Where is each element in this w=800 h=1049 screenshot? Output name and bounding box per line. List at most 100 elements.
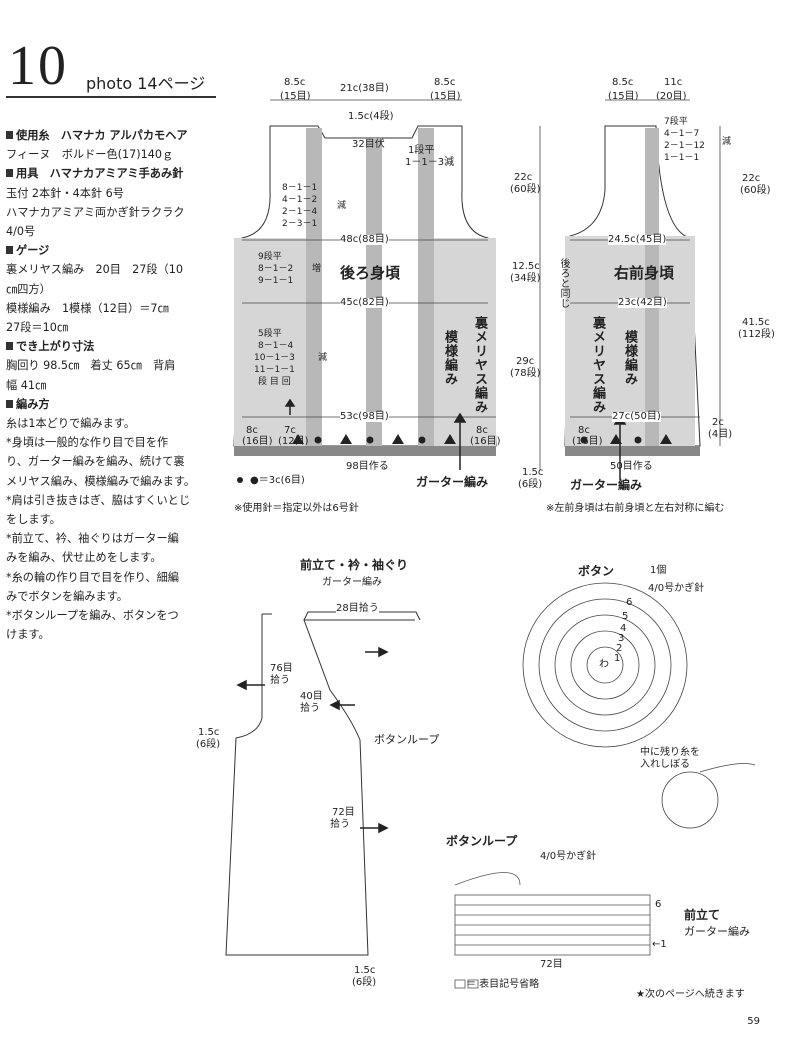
back-garter: ガーター編み — [416, 475, 489, 489]
loop-symbol-note: ＝ 表目記号省略 — [466, 979, 540, 990]
front-rdim-2: (60段) — [740, 185, 771, 196]
loop-stitches: 72目 — [540, 959, 563, 970]
button-round-2: 2 — [616, 643, 623, 654]
front-same-as-back: 後ろと同じ — [558, 258, 569, 308]
instruction-line: り、ガーター編みを編み、続けて裏 — [6, 455, 185, 469]
band-front-pickup-2: 拾う — [330, 819, 350, 830]
back-armhole-dec-4: 2－3－1 — [282, 219, 318, 229]
front-reverse-label: 裏メリヤス編み — [590, 316, 605, 414]
back-waist-width: 45c(82目) — [340, 297, 389, 308]
loop-hook: 4/0号かぎ針 — [540, 851, 597, 862]
instruction-line: 糸は1本どりで編みます。 — [6, 417, 136, 431]
front-shoulder-width: 8.5c — [612, 77, 634, 88]
instructions-panel: 使用糸 ハマナカ アルパカモヘアフィーヌ ボルドー色(17)140ｇ 用具 ハマナ… — [6, 126, 236, 644]
back-reverse-label: 裏メリヤス編み — [472, 316, 487, 414]
band-depth-bottom-1: 1.5c — [354, 965, 376, 976]
back-armhole-dec-label: 減 — [337, 201, 347, 211]
back-hip-dec-4: 11－1－1 — [254, 365, 295, 375]
front-pattern-label: 模様編み — [622, 330, 637, 386]
back-side-left-sts: (16目) — [242, 436, 273, 447]
back-vdim-4: (34段) — [510, 273, 541, 284]
instruction-line: メリヤス編み、模様編みで編みます。 — [6, 474, 196, 488]
band-neck-pickup-2: 拾う — [300, 703, 320, 714]
instruction-line: 裏メリヤス編み 20目 27段（10 — [6, 263, 183, 277]
section-heading: でき上がり寸法 — [6, 337, 236, 356]
button-center-ring: わ — [599, 659, 609, 670]
back-chest-width: 48c(88目) — [340, 234, 389, 245]
front-neck-dec-2: 4－1－7 — [664, 129, 700, 139]
photo-reference: photo 14ページ — [86, 74, 206, 93]
instruction-line: 4/0号 — [6, 225, 36, 239]
section-heading: 使用糸 ハマナカ アルパカモヘア — [6, 126, 236, 145]
back-vdim-3: 12.5c — [512, 261, 540, 272]
front-garter: ガーター編み — [570, 478, 643, 492]
button-hook: 4/0号かぎ針 — [648, 583, 705, 594]
front-rdim-4: (112段) — [738, 329, 775, 340]
instruction-line: *肩は引き抜きはぎ、脇はすくいとじ — [6, 493, 191, 507]
front-side-left-cm: 8c — [578, 425, 590, 436]
instruction-line: 27段＝10㎝ — [6, 321, 69, 335]
front-neck-dec-4: 1－1－1 — [664, 153, 700, 163]
front-neck-dec-3: 2－1－12 — [664, 141, 705, 151]
back-shoulder-right-sts: (15目) — [430, 91, 461, 102]
band-title: 前立て・衿・袖ぐり — [300, 558, 409, 572]
band-front-pickup-1: 72目 — [332, 807, 355, 818]
back-title: 後ろ身頃 — [340, 264, 401, 282]
back-waist-inc-3: 9－1－1 — [258, 276, 294, 286]
instruction-line: *身頃は一般的な作り目で目を作 — [6, 436, 169, 450]
section-heading: 編み方 — [6, 395, 236, 414]
instruction-line: 模様編み 1模様（12目）＝7㎝ — [6, 301, 169, 315]
front-cast-on: 50目作る — [610, 461, 653, 472]
front-side-left-sts: (16目) — [572, 436, 603, 447]
loop-rows-bottom: ←1 — [652, 939, 667, 950]
back-cast-on: 98目作る — [346, 461, 389, 472]
button-note-2: 入れしぼる — [640, 759, 690, 770]
instruction-line: 幅 41㎝ — [6, 378, 47, 392]
button-title: ボタン — [578, 564, 615, 578]
front-hem-width: 27c(50目) — [612, 411, 661, 422]
button-round-5: 5 — [622, 611, 629, 622]
back-shoulder-left-sts: (15目) — [280, 91, 311, 102]
back-hip-dec-label: 減 — [318, 353, 328, 363]
band-loop-label: ボタンループ — [374, 733, 440, 746]
pattern-unit-legend: ●＝3c(6目) — [250, 475, 305, 486]
front-rdim-3: 41.5c — [742, 317, 770, 328]
back-side-right-cm: 8c — [476, 425, 488, 436]
page-number: 59 — [747, 1016, 760, 1027]
instruction-line: フィーヌ ボルドー色(17)140ｇ — [6, 148, 174, 162]
back-vdim-8: (6段) — [518, 479, 543, 490]
front-neck-sts: (20目) — [656, 91, 687, 102]
back-shoulder-right-width: 8.5c — [434, 77, 456, 88]
band-subtitle: ガーター編み — [322, 577, 382, 588]
band-armhole-pickup-1: 76目 — [270, 663, 293, 674]
loop-band-label: 前立て — [684, 908, 721, 922]
instruction-line: ハマナカアミアミ両かぎ針ラクラク — [6, 205, 185, 219]
band-neck-pickup: 28目拾う — [336, 603, 379, 614]
instruction-line: *ボタンループを編み、ボタンをつ — [6, 609, 179, 623]
instruction-line: *糸の輪の作り目で目を作り、細編 — [6, 570, 179, 584]
band-depth-bottom-2: (6段) — [352, 977, 377, 988]
button-round-3: 3 — [618, 633, 625, 644]
front-waist-width: 23c(42目) — [618, 297, 667, 308]
button-round-1: 1 — [614, 653, 621, 664]
front-mirror-note: ※左前身頃は右前身頃と左右対称に編む — [546, 503, 725, 514]
button-count: 1個 — [650, 565, 667, 576]
instruction-line: けます。 — [6, 628, 50, 642]
front-neck-width: 11c — [664, 77, 683, 88]
back-side-left-cm: 8c — [246, 425, 258, 436]
header-rule — [6, 96, 216, 98]
back-hem-width: 53c(98目) — [340, 411, 389, 422]
back-neck-dec-1: 1段平 — [408, 145, 435, 156]
back-waist-inc-1: 9段平 — [258, 252, 282, 262]
back-armhole-dec-1: 8－1－1 — [282, 183, 318, 193]
band-neck-pickup-1: 40目 — [300, 691, 323, 702]
front-title: 右前身頃 — [614, 264, 675, 282]
back-vdim-6: (78段) — [510, 368, 541, 379]
button-round-4: 4 — [620, 623, 627, 634]
back-hip-dec-legend: 段 目 回 — [258, 377, 291, 387]
continue-note: ★次のページへ続きます — [636, 989, 745, 1000]
band-depth-top-1: 1.5c — [198, 727, 220, 738]
back-pattern-label: 模様編み — [442, 330, 457, 386]
section-heading: 用具 ハマナカアミアミ手あみ針 — [6, 164, 236, 183]
